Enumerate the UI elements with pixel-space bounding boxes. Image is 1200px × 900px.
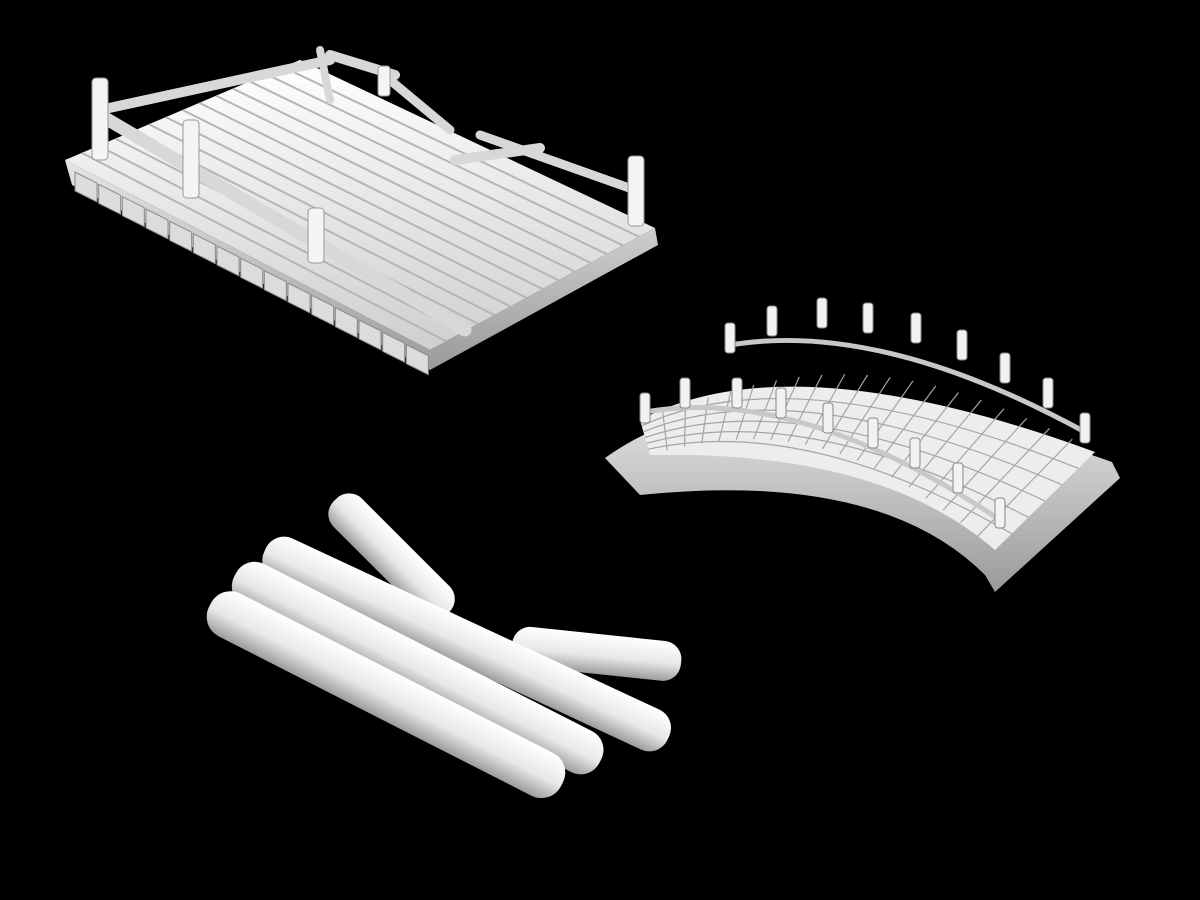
curb-block [405, 343, 429, 376]
log [328, 493, 455, 620]
rail-post [775, 387, 787, 419]
curb-block [121, 195, 145, 228]
plank-seam [249, 80, 608, 256]
stone-arch-bridge [605, 297, 1120, 592]
plank-seam [182, 109, 543, 290]
plank-seam [265, 73, 624, 247]
rail-post [1079, 412, 1091, 444]
log [206, 591, 566, 799]
curb-block [334, 306, 358, 339]
post [377, 65, 391, 97]
plank-seam [98, 144, 463, 334]
rail-post [994, 497, 1006, 529]
rail-post [1042, 377, 1054, 409]
curb-block [216, 245, 240, 277]
curb-block [382, 331, 406, 364]
cobble-seam [960, 428, 1050, 524]
post [307, 207, 325, 264]
curb-block [98, 183, 122, 216]
cobble-seam [662, 412, 668, 451]
curb-block [169, 220, 193, 253]
cobble-seam [718, 390, 732, 442]
rail-post [952, 462, 964, 494]
posts [91, 65, 645, 264]
plank-seam [148, 123, 511, 308]
plank-seam [165, 116, 527, 299]
rail-post [816, 297, 828, 329]
rail-post [956, 329, 968, 361]
bridge-deck [65, 60, 655, 350]
plank-seam [198, 101, 560, 282]
railings [93, 46, 640, 337]
curb-block [287, 282, 311, 314]
rail-post [862, 302, 874, 334]
rail-posts [639, 297, 1091, 529]
rail-post [822, 402, 834, 434]
plank-seam [232, 87, 592, 264]
post [627, 155, 645, 227]
curb-block [145, 208, 169, 240]
wooden-plank-bridge [65, 46, 658, 376]
rail-post [724, 322, 736, 354]
curb-block [240, 257, 264, 290]
cobble-row [648, 441, 1012, 535]
back-rail [729, 337, 1087, 435]
cobble-seam [683, 404, 687, 447]
log [262, 536, 672, 752]
plank-seam [215, 94, 576, 273]
curb-block [358, 319, 382, 351]
cobble-seam [821, 374, 869, 450]
rail-post [909, 437, 921, 469]
rail-post [999, 352, 1011, 384]
curb-block [311, 294, 335, 327]
curb-block [263, 269, 287, 302]
log-pile [206, 493, 682, 799]
bridge-side [65, 160, 658, 370]
curb-blocks [74, 171, 429, 376]
cobble-row [646, 431, 1029, 518]
planks [81, 66, 640, 343]
rail-post [679, 377, 691, 409]
rail-post [766, 305, 778, 337]
rail-post [639, 392, 651, 424]
post [91, 77, 109, 161]
rail-post [731, 377, 743, 409]
curb-block [74, 171, 98, 203]
cobble-seam [752, 380, 778, 440]
post [182, 119, 200, 199]
log [231, 561, 604, 775]
cobble-seam [977, 438, 1073, 537]
plank-seam [282, 66, 640, 238]
curb-block [192, 232, 216, 265]
cobble-seam [787, 374, 823, 442]
rail-post [867, 417, 879, 449]
rail-post [910, 312, 922, 344]
cobble-seam [701, 397, 709, 444]
cobble-seam [839, 376, 891, 455]
plank-seam [81, 151, 447, 343]
